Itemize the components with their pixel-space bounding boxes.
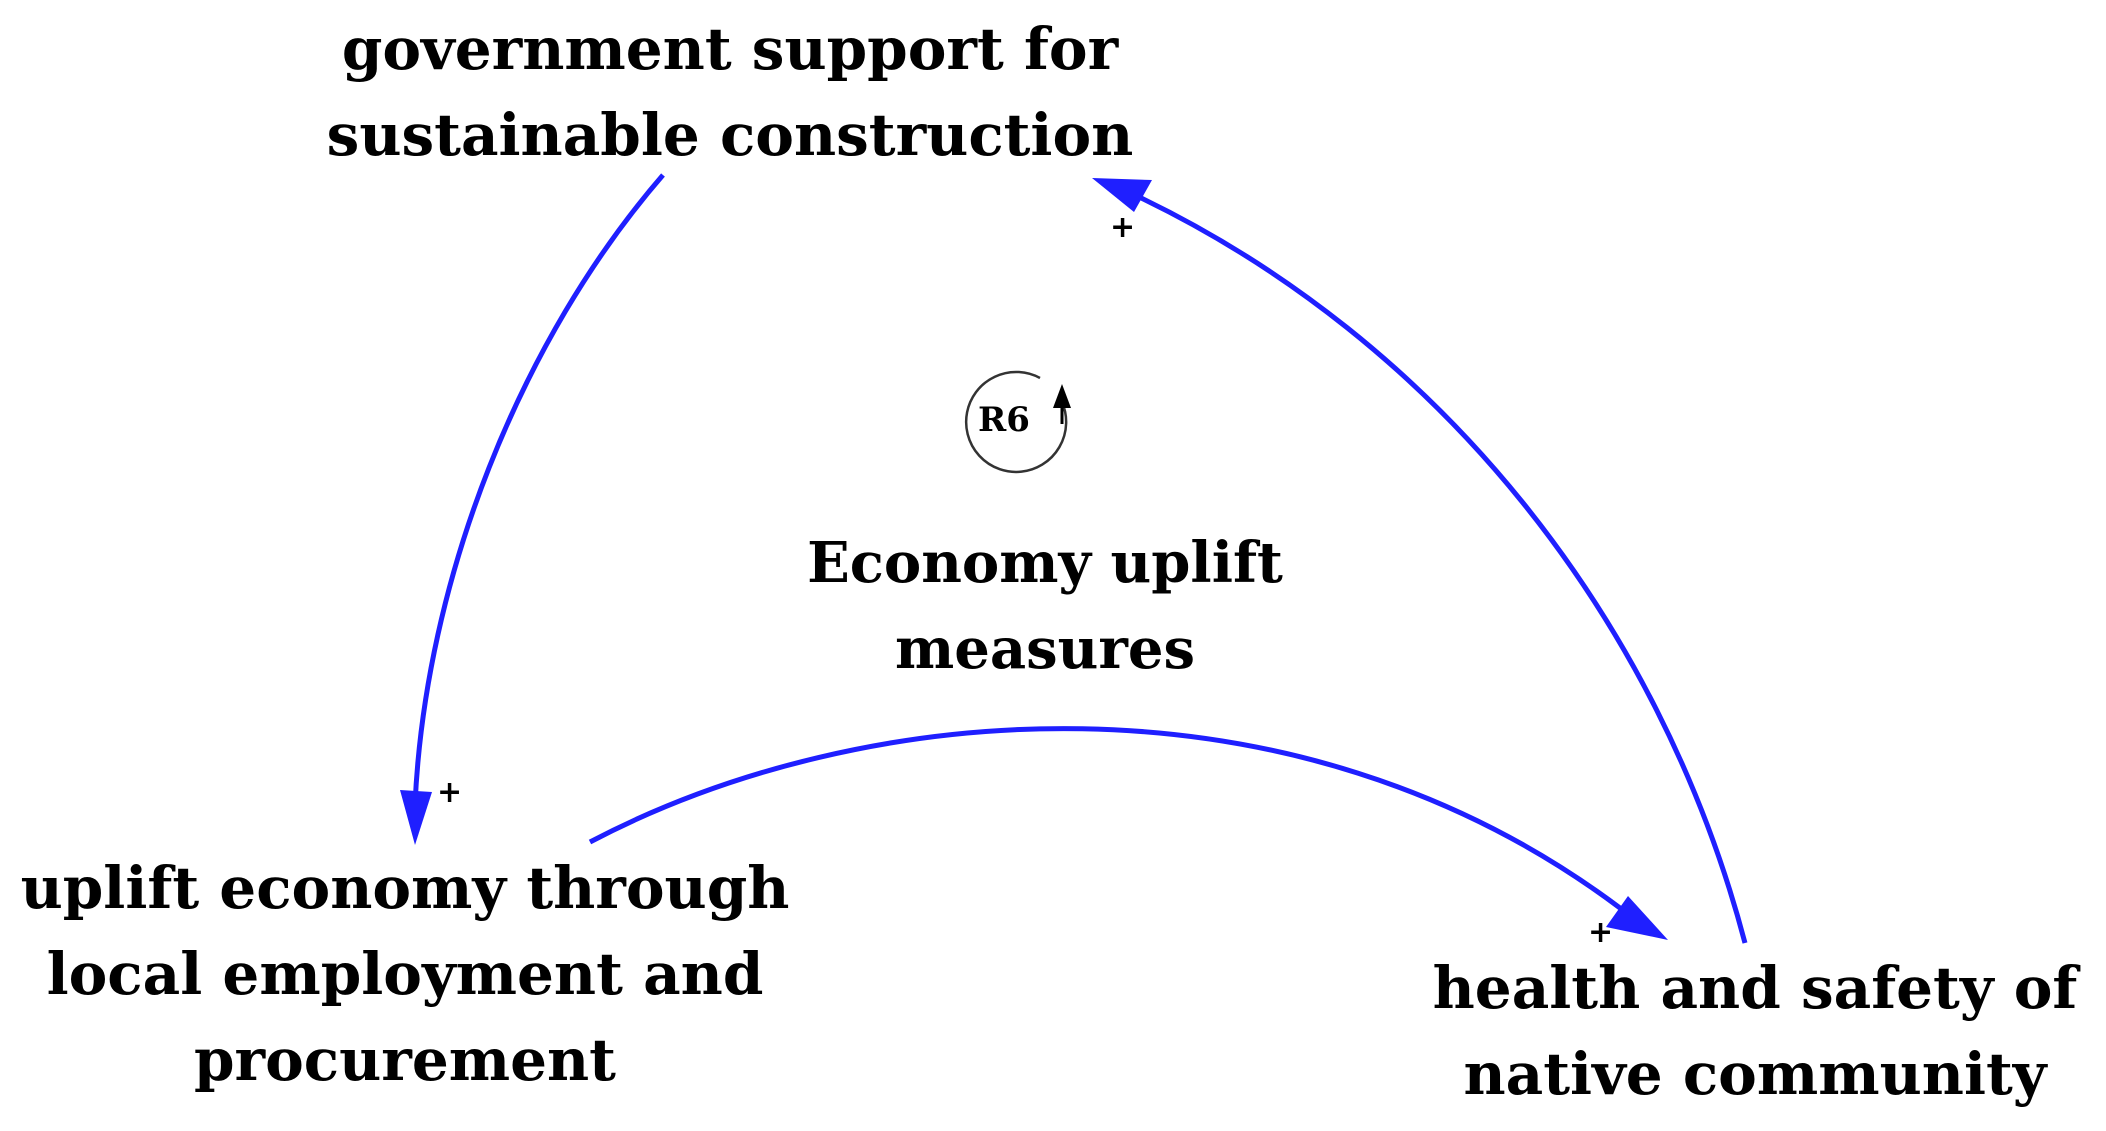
loop-direction-arrow-icon: [1053, 384, 1071, 408]
node-health-safety: health and safety of native community: [1410, 945, 2100, 1117]
node-uplift-line-3: procurement: [194, 1026, 616, 1094]
loop-id-label: R6: [978, 400, 1030, 440]
loop-title-line-1: Economy uplift: [807, 530, 1283, 596]
link-government-to-uplift: [412, 173, 665, 806]
node-health-line-2: native community: [1463, 1040, 2047, 1108]
arrowhead-health-to-government: [1092, 178, 1152, 212]
node-health-line-1: health and safety of: [1432, 954, 2078, 1022]
polarity-government-to-uplift: +: [437, 775, 463, 810]
polarity-uplift-to-health: +: [1588, 915, 1614, 950]
arrowhead-government-to-uplift: [400, 790, 432, 845]
node-uplift-economy: uplift economy through local employment …: [0, 845, 810, 1103]
node-uplift-line-2: local employment and: [46, 940, 764, 1008]
loop-title-line-2: measures: [894, 616, 1196, 682]
link-health-to-government: [1133, 192, 1748, 944]
node-government-line-1: government support for: [341, 15, 1119, 83]
arrowhead-uplift-to-health: [1606, 896, 1668, 940]
node-uplift-line-1: uplift economy through: [20, 854, 790, 922]
node-government-line-2: sustainable construction: [326, 101, 1134, 169]
loop-circle-icon: [964, 370, 1068, 474]
link-uplift-to-health: [588, 726, 1622, 910]
polarity-health-to-government: +: [1110, 210, 1136, 245]
node-government-support: government support for sustainable const…: [280, 6, 1180, 178]
loop-title: Economy uplift measures: [745, 520, 1345, 692]
